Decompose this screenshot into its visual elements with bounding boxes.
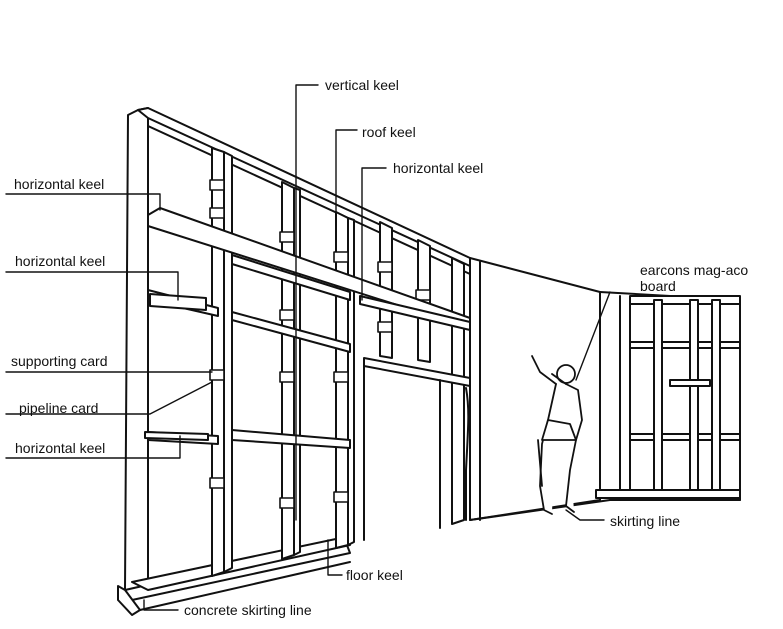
pipeline-card-label: pipeline card bbox=[19, 400, 99, 416]
horizontal-keels bbox=[144, 207, 471, 449]
worker-figure bbox=[531, 355, 583, 515]
vertical-keels bbox=[211, 147, 465, 577]
horizontal-keel-label-1: horizontal keel bbox=[14, 176, 105, 192]
skirting-line-label: skirting line bbox=[610, 513, 681, 529]
stud-clips bbox=[209, 179, 431, 509]
leader-lines bbox=[5, 84, 611, 611]
roof-keel-label: roof keel bbox=[362, 124, 416, 140]
vertical-keel-label: vertical keel bbox=[325, 77, 399, 93]
concrete-skirting-line-label: concrete skirting line bbox=[184, 602, 312, 618]
door-opening bbox=[363, 365, 470, 541]
right-wall bbox=[469, 257, 741, 521]
floor-keel-label: floor keel bbox=[346, 567, 403, 583]
horizontal-keel-top-right-label: horizontal keel bbox=[393, 160, 484, 176]
horizontal-keel-label-2: horizontal keel bbox=[15, 253, 106, 269]
horizontal-keel-label-3: horizontal keel bbox=[15, 440, 106, 456]
right-frame bbox=[595, 295, 741, 499]
supporting-card-label: supporting card bbox=[11, 353, 108, 369]
earcons-board-label: earcons mag-aco board bbox=[640, 262, 749, 294]
